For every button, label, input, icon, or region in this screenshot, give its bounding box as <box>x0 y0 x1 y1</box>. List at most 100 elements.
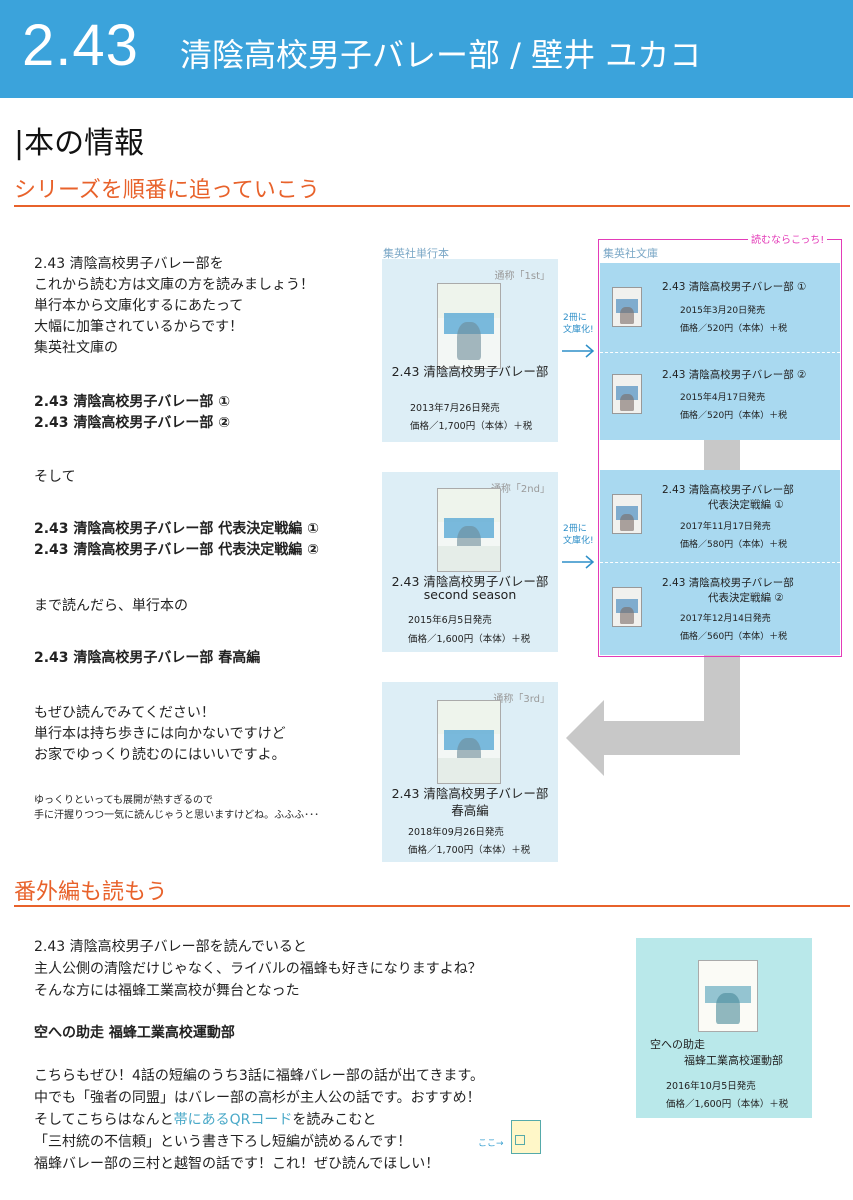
series-rule <box>14 205 850 207</box>
bunko-divider <box>600 352 840 353</box>
section-title: |本の情報 <box>14 126 145 161</box>
intro-line: 単行本から文庫化するにあたって <box>34 298 244 314</box>
extra-line: 福蜂バレー部の三村と越智の話です！これ！ぜひ読んでほしい！ <box>34 1156 440 1172</box>
intro-line: 2.43 清陰高校男子バレー部を <box>34 256 224 272</box>
flow-arrow-segment <box>602 721 740 755</box>
tankobon-book-1: 通称「1st」 2.43 清陰高校男子バレー部 2013年7月26日発売 価格／… <box>382 259 558 442</box>
bunko-title-2: 2.43 清陰高校男子バレー部 ② <box>34 415 231 431</box>
extra-line: 「三村統の不信頼」という書き下ろし短編が読めるんです！ <box>34 1134 412 1150</box>
arrow-note-1: 2冊に 文庫化! <box>563 312 594 336</box>
note-line: ゆっくりといっても展開が熱すぎるので <box>34 795 213 806</box>
book-price: 価格／560円（本体）＋税 <box>680 632 788 642</box>
extra-heading: 番外編も読もう <box>14 880 168 905</box>
bunko-label: 集英社文庫 <box>603 247 658 260</box>
made-text: まで読んだら、単行本の <box>34 598 188 614</box>
haruko-title: 2.43 清陰高校男子バレー部 春高編 <box>34 650 261 666</box>
extra-line: 2.43 清陰高校男子バレー部を読んでいると <box>34 939 307 955</box>
book-title: 2.43 清陰高校男子バレー部 <box>391 786 549 801</box>
extra-book: 空への助走 福蜂工業高校運動部 2016年10月5日発売 価格／1,600円（本… <box>636 938 812 1118</box>
extra-line: そんな方には福蜂工業高校が舞台となった <box>34 983 300 999</box>
book-price: 価格／1,600円（本体）＋税 <box>408 634 531 645</box>
book-date: 2018年09月26日発売 <box>408 827 504 838</box>
recommend-label: 読むならこっち! <box>748 231 828 246</box>
book-cover <box>437 283 501 369</box>
book-cover <box>612 494 642 534</box>
book-cover <box>698 960 758 1032</box>
bunko-title-3: 2.43 清陰高校男子バレー部 代表決定戦編 ① <box>34 521 320 537</box>
intro-line: これから読む方は文庫の方を読みましょう！ <box>34 277 314 293</box>
book-date: 2013年7月26日発売 <box>410 403 500 414</box>
header-title: 清陰高校男子バレー部 / 壁井 ユカコ <box>180 36 702 74</box>
book-cover <box>612 287 642 327</box>
book-nickname: 通称「2nd」 <box>490 484 550 495</box>
book-cover <box>437 700 501 784</box>
qr-line-before: そしてこちらはなんと <box>34 1112 174 1128</box>
book-cover <box>612 374 642 414</box>
header-number: 2.43 <box>22 13 139 78</box>
extra-qr-line: そしてこちらはなんと帯にあるQRコードを読みこむと <box>34 1110 376 1131</box>
book-title: 2.43 清陰高校男子バレー部 ② <box>662 369 807 381</box>
extra-line: 中でも「強者の同盟」はバレー部の高杉が主人公の話です。おすすめ！ <box>34 1090 481 1106</box>
qr-highlight: 帯にあるQRコード <box>173 1112 293 1128</box>
book-date: 2017年12月14日発売 <box>680 614 771 624</box>
bunko-book-1: 2.43 清陰高校男子バレー部 ① 2015年3月20日発売 価格／520円（本… <box>600 263 840 352</box>
bunko-book-3: 2.43 清陰高校男子バレー部 代表決定戦編 ① 2017年11月17日発売 価… <box>600 470 840 562</box>
intro-line: 集英社文庫の <box>34 340 118 356</box>
koko-label: ここ→ <box>478 1139 504 1149</box>
book-subtitle: 代表決定戦編 ① <box>708 499 784 511</box>
book-title: 2.43 清陰高校男子バレー部 <box>391 574 549 589</box>
bunko-title-1: 2.43 清陰高校男子バレー部 ① <box>34 394 231 410</box>
book-price: 価格／1,700円（本体）＋税 <box>408 845 531 856</box>
arrow-note-2: 2冊に 文庫化! <box>563 523 594 547</box>
book-title: 2.43 清陰高校男子バレー部 <box>662 577 794 589</box>
book-subtitle: 代表決定戦編 ② <box>708 592 784 604</box>
outro-line: 単行本は持ち歩きには向かないですけど <box>34 726 286 742</box>
bunko-title-4: 2.43 清陰高校男子バレー部 代表決定戦編 ② <box>34 542 320 558</box>
note-line: 手に汗握りつつ一気に読んじゃうと思いますけどね。ふふふ･･･ <box>34 810 320 821</box>
qr-line-after: を読みこむと <box>292 1112 377 1128</box>
arrow-note-line: 2冊に <box>563 313 587 323</box>
book-cover <box>612 587 642 627</box>
flow-arrow-segment <box>704 440 740 470</box>
book-date: 2017年11月17日発売 <box>680 522 771 532</box>
extra-bold-title: 空への助走 福蜂工業高校運動部 <box>34 1025 235 1041</box>
extra-rule <box>14 905 850 907</box>
header-banner: 2.43 清陰高校男子バレー部 / 壁井 ユカコ <box>0 0 853 98</box>
tankobon-book-2: 通称「2nd」 2.43 清陰高校男子バレー部 second season 20… <box>382 472 558 652</box>
outro-line: お家でゆっくり読むのにはいいですよ。 <box>34 747 286 763</box>
book-nickname: 通称「3rd」 <box>493 694 550 705</box>
bunko-divider <box>600 562 840 563</box>
series-heading: シリーズを順番に追っていこう <box>14 178 320 203</box>
book-date: 2015年3月20日発売 <box>680 306 766 316</box>
book-title: 2.43 清陰高校男子バレー部 <box>391 364 549 379</box>
book-title: 空への助走 <box>650 1038 705 1051</box>
book-price: 価格／520円（本体）＋税 <box>680 411 788 421</box>
bunko-book-2: 2.43 清陰高校男子バレー部 ② 2015年4月17日発売 価格／520円（本… <box>600 352 840 440</box>
bunko-frame <box>598 239 842 657</box>
book-price: 価格／520円（本体）＋税 <box>680 324 788 334</box>
extra-line: 主人公側の清陰だけじゃなく、ライバルの福蜂も好きになりますよね？ <box>34 961 482 977</box>
tankobon-book-3: 通称「3rd」 2.43 清陰高校男子バレー部 春高編 2018年09月26日発… <box>382 682 558 862</box>
book-nickname: 通称「1st」 <box>494 271 551 282</box>
book-subtitle: second season <box>423 587 517 602</box>
book-title: 2.43 清陰高校男子バレー部 ① <box>662 281 807 293</box>
book-price: 価格／1,700円（本体）＋税 <box>410 421 533 432</box>
bunko-book-4: 2.43 清陰高校男子バレー部 代表決定戦編 ② 2017年12月14日発売 価… <box>600 562 840 655</box>
soshite-text: そして <box>34 469 76 485</box>
book-price: 価格／580円（本体）＋税 <box>680 540 788 550</box>
flow-arrow-head <box>566 700 604 776</box>
book-date: 2015年6月5日発売 <box>408 615 492 626</box>
tankobon-label: 集英社単行本 <box>383 247 449 260</box>
book-price: 価格／1,600円（本体）＋税 <box>666 1099 789 1110</box>
outro-line: もぜひ読んでみてください！ <box>34 705 215 721</box>
book-obi-icon <box>511 1120 541 1154</box>
book-date: 2015年4月17日発売 <box>680 393 766 403</box>
right-arrow-icon <box>562 555 595 569</box>
arrow-note-line: 文庫化! <box>563 536 594 546</box>
book-subtitle: 春高編 <box>451 803 489 818</box>
arrow-note-line: 2冊に <box>563 524 587 534</box>
book-title: 2.43 清陰高校男子バレー部 <box>662 484 794 496</box>
extra-line: こちらもぜひ！4話の短編のうち3話に福蜂バレー部の話が出てきます。 <box>34 1068 484 1084</box>
book-cover <box>437 488 501 572</box>
right-arrow-icon <box>562 344 595 358</box>
